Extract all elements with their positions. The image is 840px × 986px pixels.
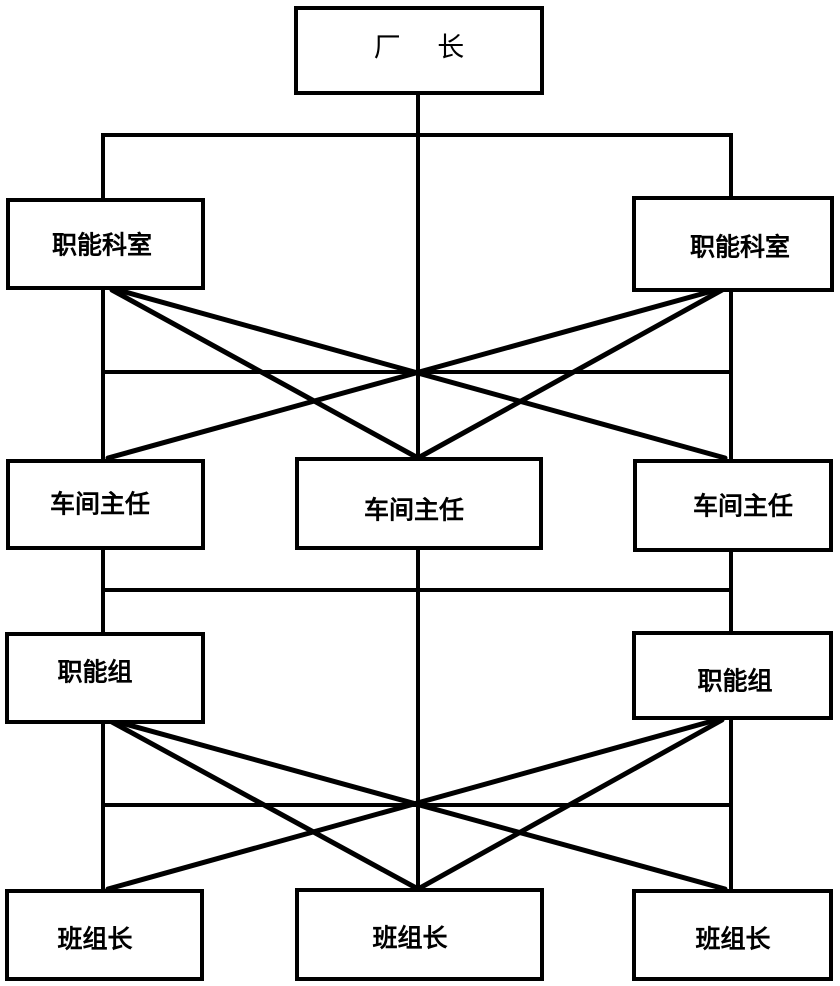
node-box	[295, 888, 544, 981]
node-label: 车间主任	[693, 492, 793, 521]
node-functional-dept-left: 职能科室	[6, 198, 205, 290]
node-workshop-director-left: 车间主任	[6, 459, 205, 550]
node-box	[5, 889, 204, 981]
node-workshop-director-middle: 车间主任	[295, 457, 543, 550]
node-box	[294, 6, 544, 95]
node-functional-dept-right: 职能科室	[632, 196, 834, 292]
node-functional-group-left: 职能组	[5, 632, 205, 724]
node-team-leader-middle: 班组长	[295, 888, 544, 981]
node-label: 职能科室	[690, 233, 790, 262]
node-factory-director: 厂 长	[294, 6, 544, 95]
node-label: 班组长	[57, 925, 133, 954]
node-label: 车间主任	[50, 490, 150, 519]
node-label: 职能组	[57, 658, 132, 687]
node-label: 车间主任	[364, 496, 464, 525]
node-functional-group-right: 职能组	[632, 631, 833, 720]
functional-link-deptL-to-wsM	[109, 287, 421, 461]
node-team-leader-left: 班组长	[5, 889, 204, 981]
connectors	[101, 91, 733, 892]
node-box	[632, 889, 833, 981]
node-team-leader-right: 班组长	[632, 889, 833, 981]
functional-link-deptR-to-wsM	[415, 287, 725, 461]
functional-link-deptR-to-wsL	[105, 287, 719, 461]
node-box	[295, 457, 543, 550]
node-box	[633, 459, 833, 552]
node-box	[6, 459, 205, 550]
node-label: 班组长	[695, 925, 771, 954]
functional-link-grpL-to-tlR	[115, 719, 728, 892]
node-label: 职能科室	[52, 231, 152, 260]
node-label: 厂 长	[374, 33, 479, 64]
functional-link-grpL-to-tlM	[109, 719, 421, 892]
node-label: 班组长	[372, 924, 448, 953]
node-box	[5, 632, 205, 724]
node-workshop-director-right: 车间主任	[633, 459, 833, 552]
node-box	[632, 631, 833, 720]
functional-link-grpR-to-tlM	[415, 717, 725, 892]
node-box	[6, 198, 205, 290]
node-box	[632, 196, 834, 292]
functional-link-deptL-to-wsR	[115, 287, 728, 461]
functional-link-grpR-to-tlL	[105, 717, 719, 892]
node-label: 职能组	[697, 667, 772, 696]
